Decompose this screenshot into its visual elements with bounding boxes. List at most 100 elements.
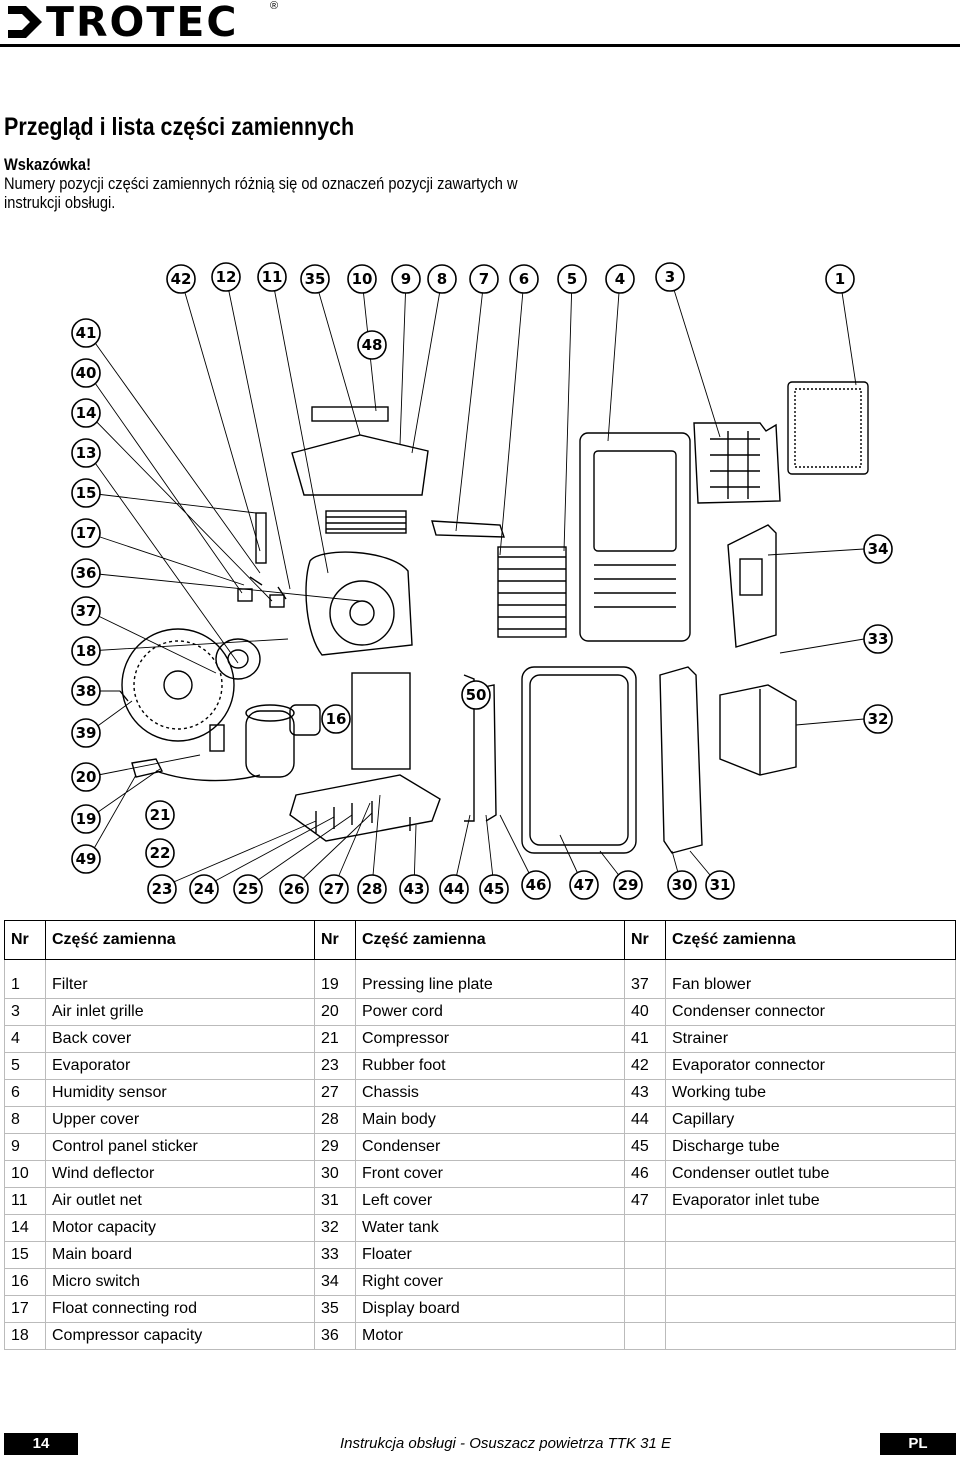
page-title: Przegląd i lista części zamiennych: [4, 113, 355, 141]
callout-number: 50: [466, 686, 487, 704]
part-name-cell: Evaporator connector: [665, 1052, 956, 1080]
callout-number: 32: [868, 710, 889, 728]
part-name-cell: Water tank: [355, 1214, 625, 1242]
part-name-cell: Capillary: [665, 1106, 956, 1134]
part-name-cell: Motor capacity: [45, 1214, 315, 1242]
part-number-cell: 33: [314, 1241, 356, 1269]
callout-number: 28: [362, 880, 383, 898]
part-number-cell: 10: [4, 1160, 46, 1188]
callout-number: 23: [152, 880, 173, 898]
part-number-cell: 28: [314, 1106, 356, 1134]
part-number-cell: [624, 1241, 666, 1269]
header-part: Część zamienna: [665, 920, 956, 960]
callout-number: 37: [76, 602, 97, 620]
callout-number: 27: [324, 880, 345, 898]
part-number-cell: 29: [314, 1133, 356, 1161]
brand-name: TROTEC: [46, 0, 239, 46]
part-name-cell: Floater: [355, 1241, 625, 1269]
callout-number: 46: [526, 876, 547, 894]
part-name-cell: Air outlet net: [45, 1187, 315, 1215]
part-number-cell: 37: [624, 972, 666, 999]
part-number-cell: 44: [624, 1106, 666, 1134]
callout-number: 43: [404, 880, 425, 898]
callout-number: 48: [362, 336, 383, 354]
part-number-cell: 19: [314, 972, 356, 999]
part-number-cell: 9: [4, 1133, 46, 1161]
part-name-cell: [665, 1214, 956, 1242]
part-name-cell: Air inlet grille: [45, 998, 315, 1026]
callout-number: 17: [76, 524, 97, 542]
hint-label: Wskazówka!: [4, 155, 91, 174]
part-number-cell: 30: [314, 1160, 356, 1188]
part-name-cell: Filter: [45, 972, 315, 999]
part-number-cell: 17: [4, 1295, 46, 1323]
part-number-cell: 8: [4, 1106, 46, 1134]
part-name-cell: Front cover: [355, 1160, 625, 1188]
header-nr: Nr: [314, 920, 356, 960]
trotec-logo-icon: [8, 6, 42, 38]
part-number-cell: [624, 1295, 666, 1323]
part-name-cell: Chassis: [355, 1079, 625, 1107]
callout-number: 9: [401, 270, 411, 288]
callout-number: 3: [665, 268, 675, 286]
page-footer: 14 Instrukcja obsługi - Osuszacz powietr…: [0, 1433, 960, 1455]
table-spacer: [4, 959, 956, 972]
callout-number: 16: [326, 710, 347, 728]
callout-number: 44: [444, 880, 465, 898]
part-number-cell: 1: [4, 972, 46, 999]
part-number-cell: 20: [314, 998, 356, 1026]
part-name-cell: Fan blower: [665, 972, 956, 999]
part-name-cell: [665, 1268, 956, 1296]
language-code: PL: [880, 1433, 956, 1455]
part-number-cell: 40: [624, 998, 666, 1026]
part-number-cell: 14: [4, 1214, 46, 1242]
part-number-cell: 46: [624, 1160, 666, 1188]
part-name-cell: Compressor: [355, 1025, 625, 1053]
callout-number: 35: [305, 270, 326, 288]
part-name-cell: Left cover: [355, 1187, 625, 1215]
callout-number: 22: [150, 844, 171, 862]
part-name-cell: [665, 1322, 956, 1350]
part-number-cell: 3: [4, 998, 46, 1026]
callout-number: 49: [76, 850, 97, 868]
part-number-cell: [624, 1214, 666, 1242]
callout-number: 38: [76, 682, 97, 700]
header-part: Część zamienna: [355, 920, 625, 960]
callout-number: 21: [150, 806, 171, 824]
callout-number: 18: [76, 642, 97, 660]
table-header-row: Nr Część zamienna Nr Część zamienna Nr C…: [4, 920, 956, 960]
callout-number: 29: [618, 876, 639, 894]
callout-number: 15: [76, 484, 97, 502]
part-name-cell: Display board: [355, 1295, 625, 1323]
part-number-cell: 5: [4, 1052, 46, 1080]
callout-number: 34: [868, 540, 889, 558]
callout-number: 45: [484, 880, 505, 898]
part-number-cell: 45: [624, 1133, 666, 1161]
callout-number: 20: [76, 768, 97, 786]
part-number-cell: 16: [4, 1268, 46, 1296]
part-number-cell: 6: [4, 1079, 46, 1107]
callout-number: 12: [216, 268, 237, 286]
part-name-cell: Discharge tube: [665, 1133, 956, 1161]
callout-number: 40: [76, 364, 97, 382]
part-name-cell: Strainer: [665, 1025, 956, 1053]
part-number-cell: 11: [4, 1187, 46, 1215]
callout-number: 10: [352, 270, 373, 288]
part-number-cell: 31: [314, 1187, 356, 1215]
part-number-cell: 42: [624, 1052, 666, 1080]
part-name-cell: Pressing line plate: [355, 972, 625, 999]
parts-table: Nr Część zamienna Nr Część zamienna Nr C…: [4, 920, 956, 1350]
callout-number: 26: [284, 880, 305, 898]
footer-title: Instrukcja obsługi - Osuszacz powietrza …: [340, 1435, 671, 1452]
header-rule: [0, 44, 960, 47]
page-number: 14: [4, 1433, 78, 1455]
